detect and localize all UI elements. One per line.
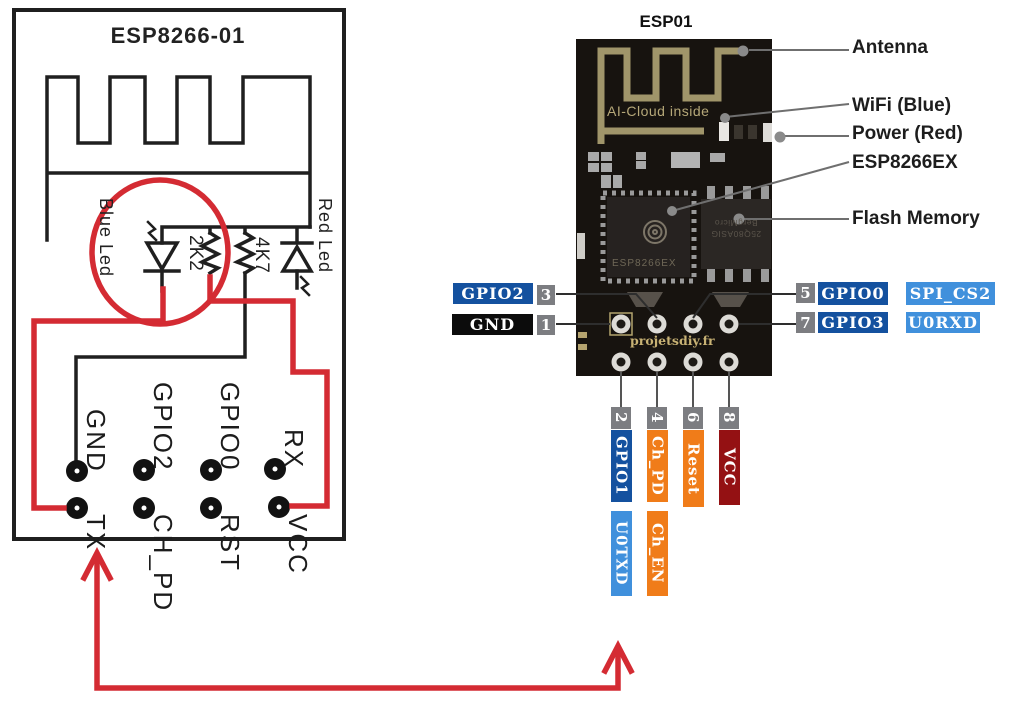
esp-chip-pins: [600, 190, 697, 284]
antenna-trace-schematic: [45, 75, 312, 242]
schematic-pin-chpd: CH_PD: [148, 514, 178, 613]
callout-pin6: 6: [683, 407, 703, 429]
smd-components: [577, 152, 725, 350]
red-led-light-arrows: [299, 275, 311, 297]
power-led-dot: [774, 131, 786, 143]
arrowhead-tx: [80, 547, 114, 582]
annotation-wifi-led: WiFi (Blue): [852, 95, 952, 116]
callout-pin8: 8: [719, 407, 739, 429]
wire-redled-to-vcc: [207, 274, 330, 509]
red-led-label: Red Led: [315, 198, 335, 274]
esp-chip-dot: [667, 206, 677, 216]
flash-chip-legs: [707, 186, 769, 282]
annotation-antenna: Antenna: [852, 37, 928, 58]
callout-vcc: VCC: [719, 430, 740, 505]
red-led-component: [763, 123, 772, 142]
board-title: ESP01: [639, 12, 693, 31]
callout-gpio1: GPIO1: [611, 430, 632, 502]
annotation-esp8266ex: ESP8266EX: [852, 152, 958, 173]
callout-chen: Ch_EN: [647, 511, 668, 596]
schematic-pin-tx: TX: [81, 514, 111, 552]
red-overlay: [31, 177, 635, 691]
schematic-pin-vcc: VCC: [283, 514, 313, 575]
blue-led-label: Blue Led: [96, 198, 116, 278]
callout-gpio2: GPIO2: [453, 283, 533, 304]
callout-spi-cs2: SPI_CS2: [906, 282, 995, 305]
callout-pin5: 5: [796, 283, 815, 303]
tx-to-u0txd-connector: [94, 553, 621, 691]
board-watermark: projetsdiy.fr: [630, 333, 715, 348]
schematic-pin-rst: RST: [215, 514, 245, 572]
board-notch-right: [712, 292, 749, 307]
schematic-pads: [66, 458, 290, 519]
callout-leaders: [556, 293, 796, 407]
callout-chpd: Ch_PD: [647, 430, 668, 502]
esp-chip-logo: [643, 220, 667, 244]
schematic-pin-gnd: GND: [81, 409, 111, 473]
flash-chip-body: [701, 199, 771, 269]
antenna-dot: [737, 45, 749, 57]
annotation-flash-memory: Flash Memory: [852, 208, 980, 229]
resistor-2k2: [197, 230, 222, 276]
callout-pin2: 2: [611, 407, 631, 429]
board-through-holes: [611, 314, 739, 372]
annotation-leaders: [667, 45, 850, 225]
callout-pin3: 3: [537, 285, 555, 305]
red-led-resistor-value: 4K7: [251, 237, 272, 274]
annotation-power-led: Power (Red): [852, 123, 963, 144]
callout-reset: Reset: [683, 430, 704, 507]
antenna-silkscreen-text: AI-Cloud inside: [607, 103, 710, 119]
callout-u0txd: U0TXD: [611, 511, 632, 596]
blue-led-component: [719, 122, 729, 141]
smd-resistor: [748, 125, 757, 139]
blue-led-symbol: [143, 241, 181, 273]
callout-u0rxd: U0RXD: [906, 312, 980, 333]
schematic-pin-gpio0: GPIO0: [215, 382, 245, 472]
flash-chip-dot: [733, 213, 745, 225]
callout-gpio0: GPIO0: [818, 282, 888, 305]
red-led-symbol: [279, 243, 315, 273]
schematic-pin-rx: RX: [279, 429, 309, 470]
callout-gnd: GND: [452, 314, 533, 335]
callout-pin7: 7: [796, 312, 815, 333]
flash-marking-line2: BergMicro: [714, 217, 758, 228]
callout-pin4: 4: [647, 407, 667, 429]
smd-resistor: [734, 125, 743, 139]
blue-led-light-arrows: [146, 220, 158, 242]
wire-blueled-to-tx: [31, 286, 166, 511]
schematic-border: [12, 8, 346, 541]
wifi-led-dot: [720, 113, 730, 123]
callout-pin1: 1: [537, 315, 555, 335]
resistor-4k7: [232, 230, 257, 276]
blue-led-resistor-value: 2K2: [185, 235, 206, 272]
schematic-title: ESP8266-01: [110, 23, 246, 48]
callout-gpio3: GPIO3: [818, 312, 888, 333]
board-antenna-trace: [597, 47, 742, 144]
blue-led-highlight-circle: [89, 177, 231, 327]
schematic-lines: [12, 8, 346, 541]
schematic-pin-gpio2: GPIO2: [148, 382, 178, 472]
flash-marking-line1: 25Q80ASIG: [710, 228, 762, 239]
board-notch-left: [627, 292, 663, 307]
arrowhead-u0txd: [601, 640, 635, 675]
esp-chip-marking: ESP8266EX: [612, 258, 677, 269]
flash-chip-marking: 25Q80ASIG BergMicro: [704, 216, 768, 239]
